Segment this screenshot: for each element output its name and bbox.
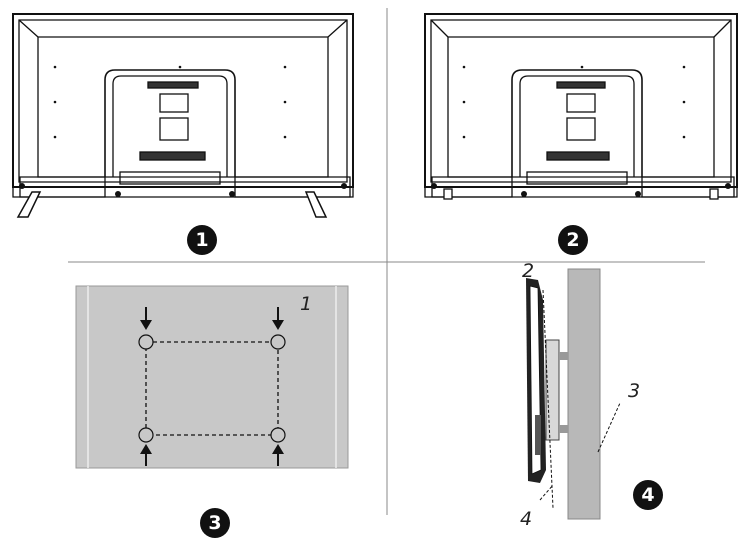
callout-label-4: 4 [520, 508, 533, 530]
wall-mount-side-view [526, 268, 621, 520]
step-3-badge: 3 [200, 508, 230, 538]
callout-label-2: 2 [522, 260, 535, 282]
callout-label-3: 3 [628, 380, 641, 402]
callout-label-1: 1 [300, 293, 313, 315]
step-1-badge: 1 [187, 225, 217, 255]
tv-back-no-stand [424, 13, 738, 200]
vesa-mount-panel [75, 285, 349, 469]
step-4-badge: 4 [633, 480, 663, 510]
quadrant-dividers [68, 8, 705, 515]
tv-back-with-stand [12, 13, 354, 218]
step-2-badge: 2 [558, 225, 588, 255]
